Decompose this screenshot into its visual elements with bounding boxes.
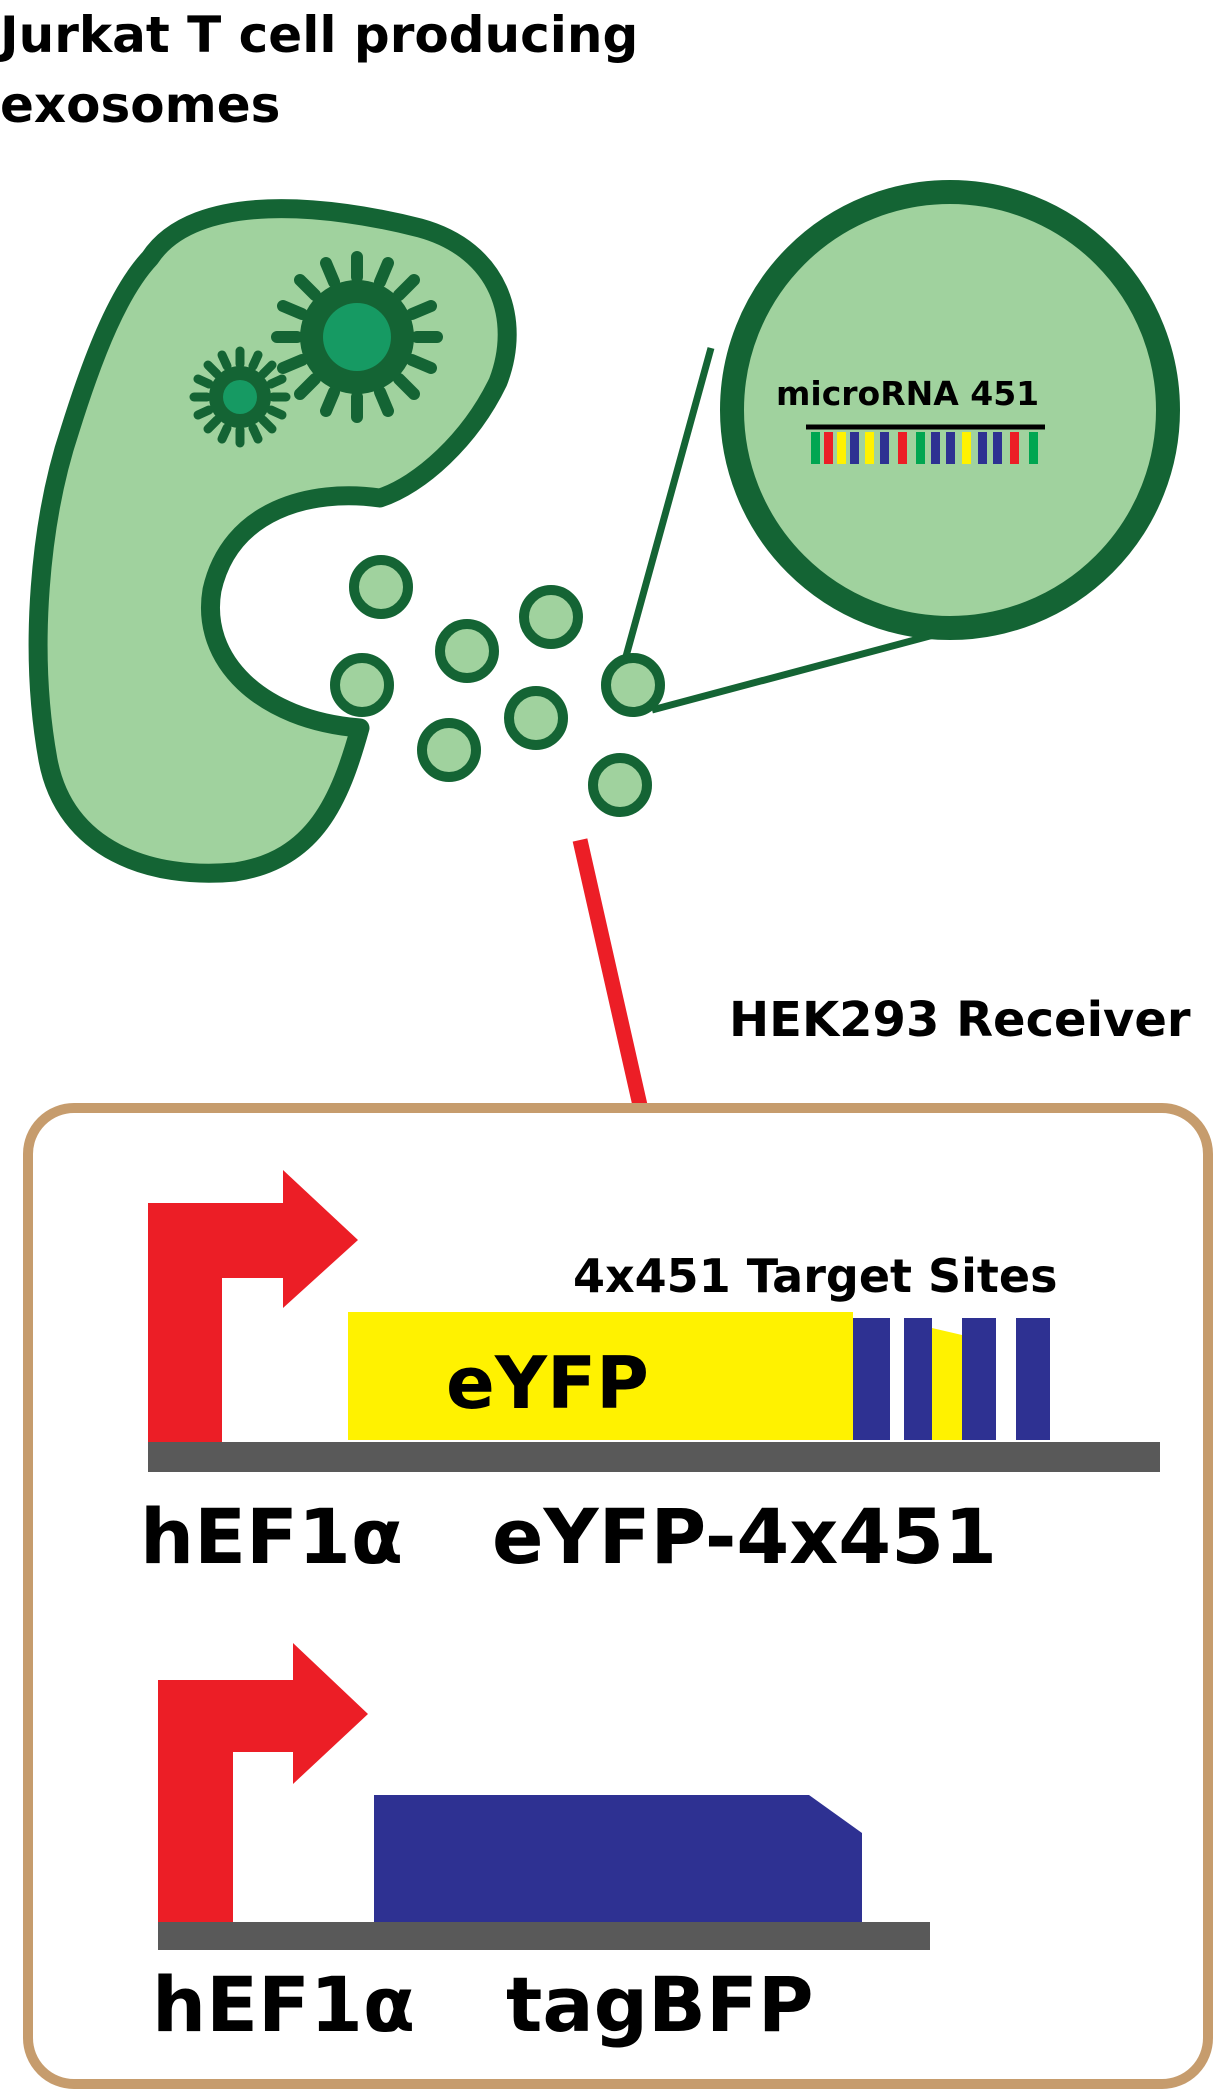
zoom-lines [621, 347, 957, 714]
target-sites-label: 4x451 Target Sites [573, 1249, 1058, 1303]
exosome [588, 753, 652, 817]
construct-eyfp-4x451 [148, 1170, 1160, 1472]
source-cell-title: Jurkat T cell producing exosomes [0, 6, 639, 134]
exosome [330, 653, 394, 717]
large-organelle [271, 251, 443, 423]
target-sites [853, 1318, 1050, 1440]
receiver-title: HEK293 Receiver [729, 992, 1191, 1048]
promoter-label: hEF1α [140, 1492, 404, 1581]
construct-tagbfp [158, 1643, 930, 1950]
small-organelle [189, 346, 291, 448]
microrna-label: microRNA 451 [776, 374, 1040, 413]
microrna-strand [806, 424, 1045, 464]
promoter-arrow-icon [158, 1643, 368, 1922]
exosome [519, 585, 583, 649]
backbone-line [158, 1922, 930, 1950]
eyfp-gene-block [348, 1312, 853, 1440]
construct-label: eYFP-4x451 [492, 1492, 997, 1581]
eyfp-gene-label: eYFP [446, 1341, 649, 1425]
tagbfp-gene-block [374, 1795, 862, 1922]
enlarged-exosome [720, 180, 1180, 640]
exosome [504, 686, 568, 750]
promoter-arrow-icon [148, 1170, 358, 1442]
exosome [349, 555, 413, 619]
backbone-line [148, 1442, 1160, 1472]
exosome [417, 718, 481, 782]
promoter-label: hEF1α [152, 1960, 416, 2049]
construct-label: tagBFP [506, 1960, 814, 2049]
exosome [435, 619, 499, 683]
exosome [601, 653, 665, 717]
exosomes [330, 555, 665, 817]
